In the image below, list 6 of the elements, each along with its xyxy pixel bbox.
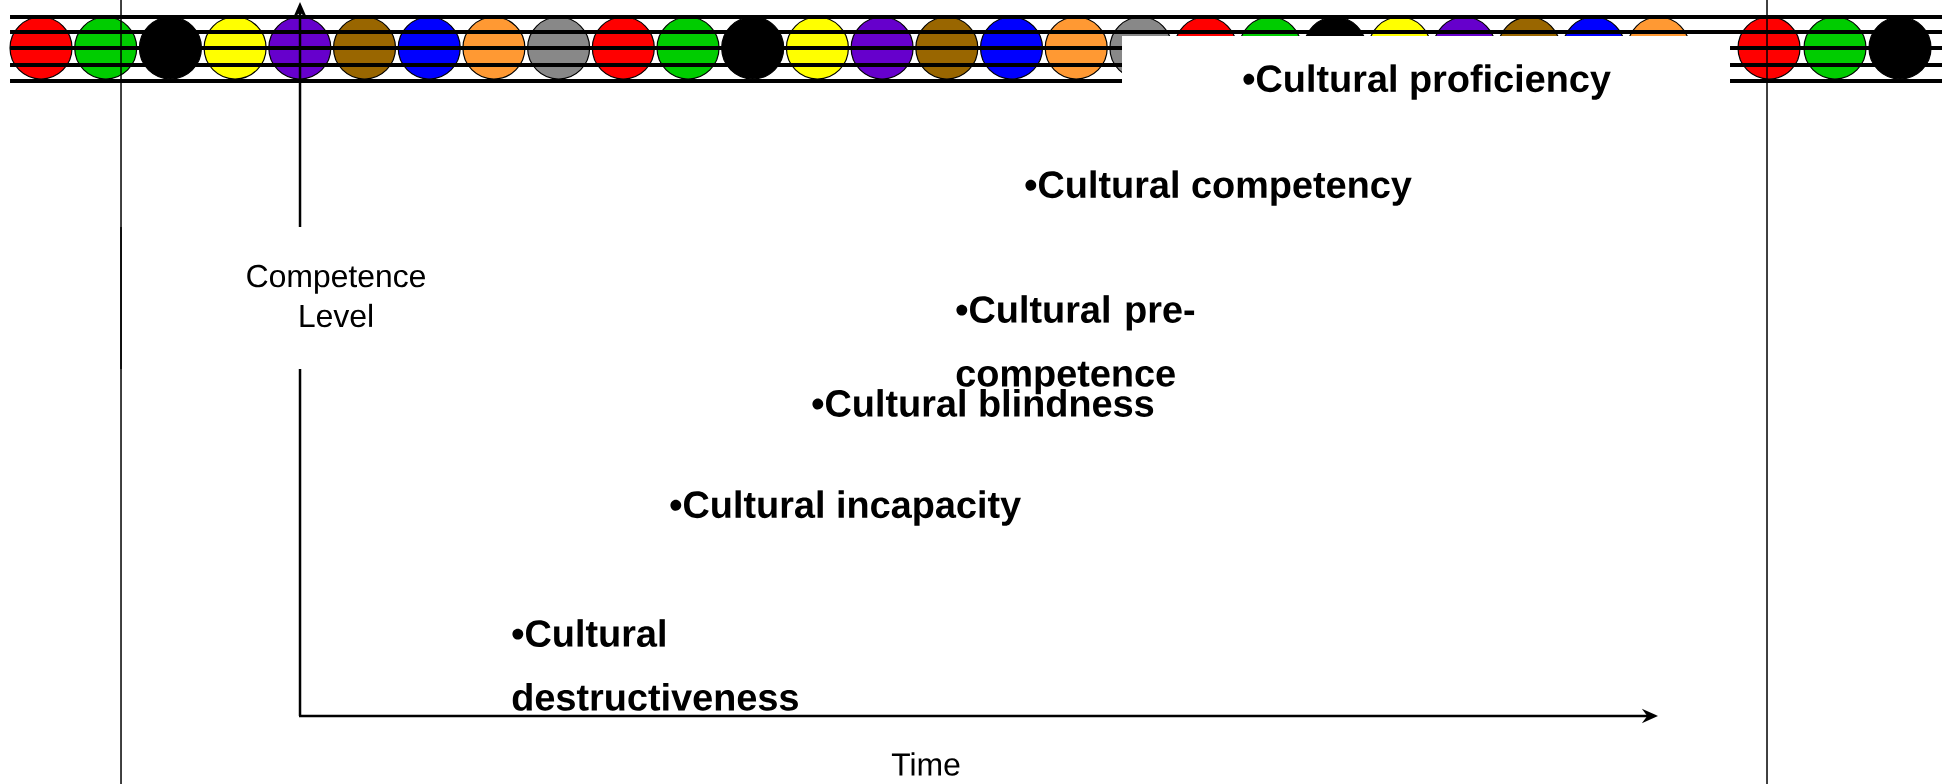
stage-label: •Cultural proficiency <box>1243 64 1611 100</box>
stage-label: •Cultural destructiveness <box>512 619 798 711</box>
stage-label: •Cultural competency <box>1025 170 1412 206</box>
stage-label: •Cultural incapacity <box>670 490 1021 526</box>
axis-label: Competence Level <box>247 264 425 328</box>
axis-label: Time <box>891 752 960 776</box>
